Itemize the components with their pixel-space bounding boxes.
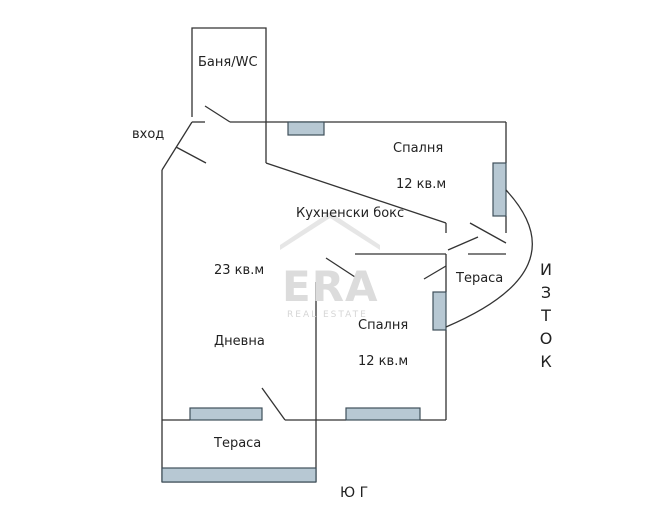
label-bedroom-2-area: 12 кв.м: [358, 354, 409, 369]
label-kitchenette: Кухненски бокс: [296, 206, 405, 221]
label-terrace-east: Тераса: [456, 271, 504, 286]
window-terrace-south: [161, 467, 317, 483]
window-east-bedroom-2: [432, 291, 447, 331]
terrace-door-lower: [423, 265, 447, 280]
watermark-subtitle: REAL ESTATE: [287, 310, 368, 320]
entrance-door: [175, 146, 207, 164]
bathroom-door: [204, 105, 231, 123]
label-entrance: вход: [132, 127, 165, 142]
terrace-south-door: [261, 387, 286, 421]
label-living-room: Дневна: [214, 334, 265, 349]
watermark-logo: ERA: [282, 262, 379, 311]
label-bedroom-1: Спалня: [393, 141, 444, 156]
kitchen-partition: [265, 162, 447, 224]
bathroom-wall: [191, 27, 267, 163]
windows: [161, 121, 507, 483]
window-north: [287, 121, 325, 136]
entrance-wall: [161, 121, 193, 171]
label-bathroom: Баня/WC: [198, 55, 258, 70]
bedroom-2-door: [325, 257, 356, 278]
label-bedroom-2: Спалня: [358, 318, 409, 333]
terrace-east-arc: [445, 189, 533, 328]
compass-south: Ю Г: [340, 485, 369, 501]
label-bedroom-1-area: 12 кв.м: [396, 177, 447, 192]
compass-east: ИЗТОК: [539, 260, 553, 371]
label-living-area: 23 кв.м: [214, 263, 265, 278]
doors: [175, 105, 507, 421]
bedroom-1-door: [469, 222, 507, 244]
window-living-south: [189, 407, 263, 421]
window-bedroom-2-south: [345, 407, 421, 421]
label-terrace-south: Тераса: [214, 436, 262, 451]
window-east-bedroom-1: [492, 162, 507, 217]
terrace-door-upper: [447, 236, 479, 251]
